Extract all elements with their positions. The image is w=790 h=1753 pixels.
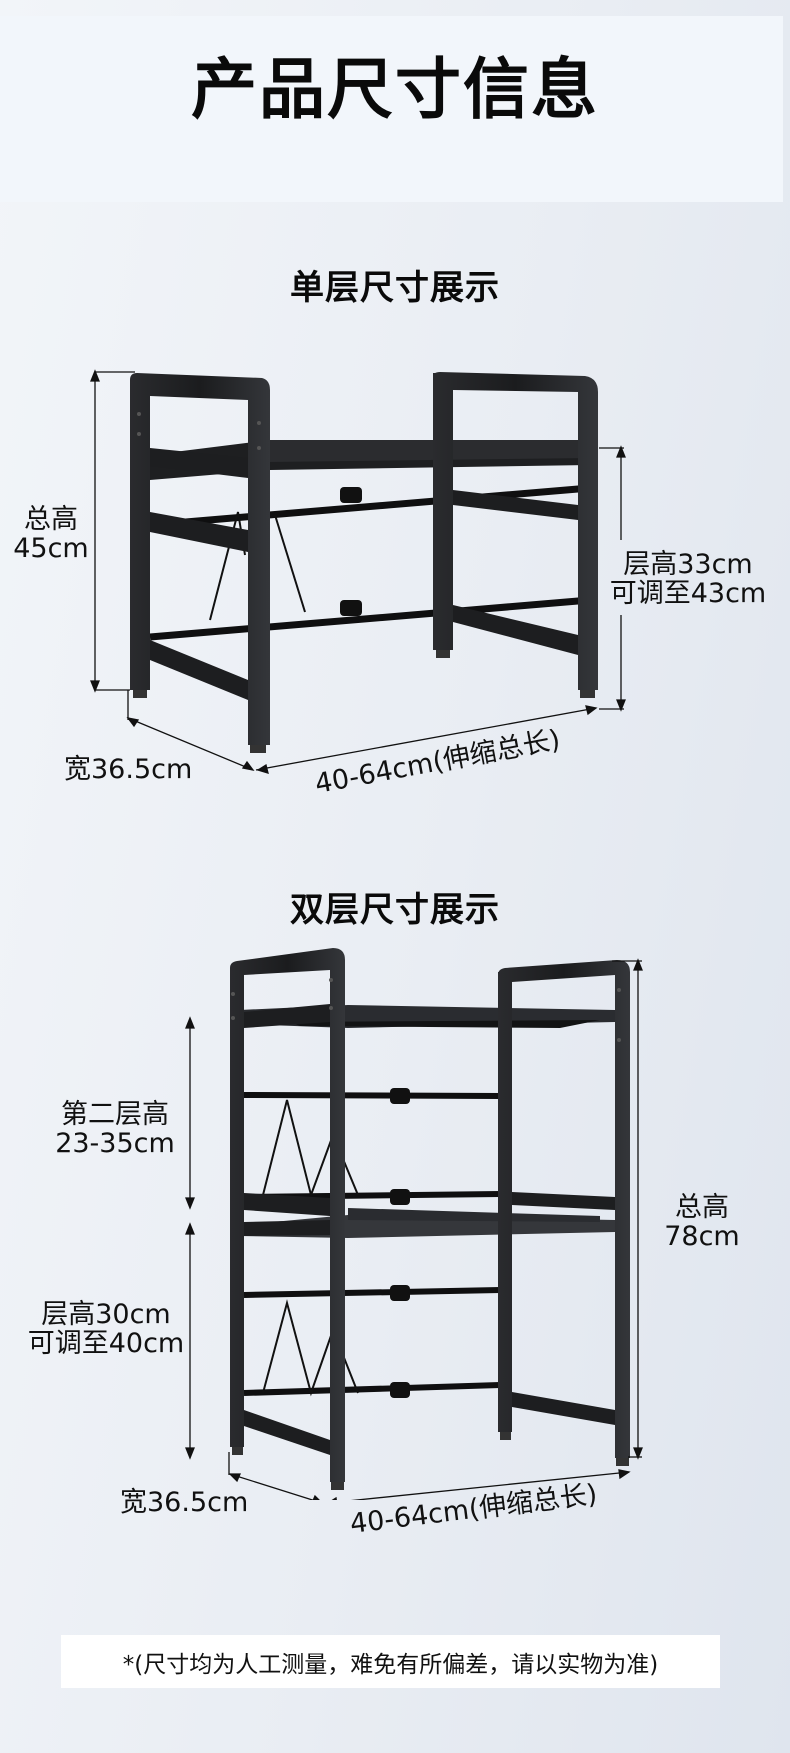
title-band [0,16,783,202]
double-total-height-label: 总高 78cm [664,1192,740,1252]
single-dimension-lines [90,369,626,774]
single-width-label: 宽36.5cm [64,754,193,785]
single-layer-height-label: 层高33cm 可调至43cm [609,549,767,609]
single-layer-rack-illustration [90,369,626,774]
double-layer-rack-illustration [185,948,643,1500]
single-layer-title: 单层尺寸展示 [290,268,500,308]
single-total-height-label: 总高 45cm [13,504,89,564]
double-rack-frame [230,948,630,1490]
double-layer-title: 双层尺寸展示 [290,890,500,930]
single-rack-frame [130,372,598,753]
double-dimension-lines [185,958,643,1500]
double-width-label: 宽36.5cm [120,1487,249,1518]
page-title: 产品尺寸信息 [191,51,599,128]
double-layer-height-label: 层高30cm 可调至40cm [27,1299,185,1359]
double-second-layer-height-label: 第二层高 23-35cm [55,1099,175,1159]
disclaimer-note: *(尺寸均为人工测量，难免有所偏差，请以实物为准) [61,1635,720,1688]
